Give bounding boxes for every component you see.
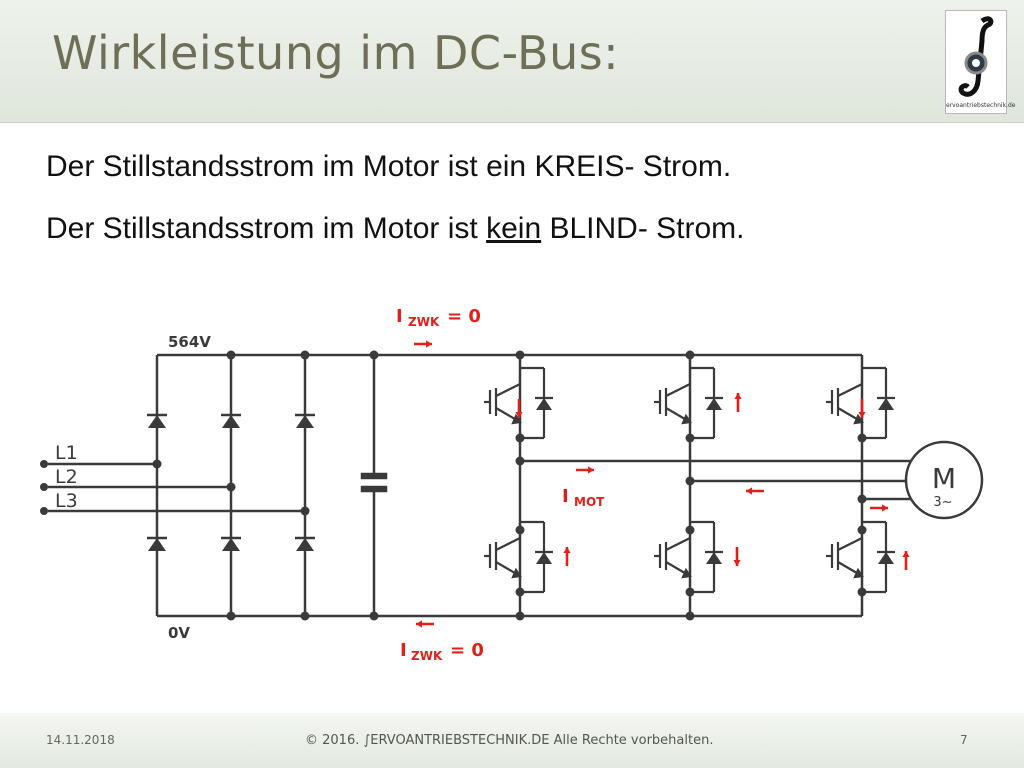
emitter-arrow — [853, 567, 864, 579]
footer-band — [0, 713, 1024, 768]
igbt-low-2 — [654, 520, 723, 594]
arrow-phase-3 — [870, 504, 888, 512]
freewheel-diode — [536, 398, 552, 410]
imot-i: I — [562, 486, 569, 507]
phase-l2-label: L2 — [55, 466, 78, 488]
collector-lead — [837, 383, 863, 397]
arrow-head — [882, 504, 888, 512]
izwk-bottom-sub: ZWK — [411, 649, 443, 663]
izwk-top-sub: ZWK — [408, 315, 440, 329]
motor-lines — [520, 459, 915, 501]
statement-line-2-end: BLIND- Strom. — [541, 212, 745, 245]
izwk-bottom-eq: = 0 — [450, 640, 484, 661]
igbt-high-3 — [826, 366, 895, 440]
arrow-head — [426, 340, 432, 348]
freewheel-diode — [706, 552, 722, 564]
phase-terminals — [40, 460, 48, 515]
company-logo: ervoantriebstechnik.de — [945, 10, 1016, 114]
igbt-high-2 — [654, 366, 723, 440]
footer-page-number: 7 — [960, 733, 968, 747]
arrow-head — [733, 560, 741, 566]
collector-lead — [495, 383, 521, 397]
izwk-top-i: I — [396, 306, 403, 327]
logo-text: ervoantriebstechnik.de — [946, 102, 1016, 109]
izwk-bottom-label: I ZWK = 0 — [400, 640, 484, 663]
arrow-izwk-top — [414, 340, 432, 348]
arrow-head — [588, 466, 594, 474]
footer-date: 14.11.2018 — [46, 733, 115, 747]
arrow-head — [902, 551, 910, 557]
arrow-head — [734, 393, 742, 399]
freewheel-diode — [878, 398, 894, 410]
imot-sub: MOT — [574, 495, 605, 509]
igbt-high-1 — [484, 366, 553, 440]
dc-rails — [157, 353, 862, 618]
slide-title: Wirkleistung im DC-Bus: — [52, 26, 620, 80]
imot-label: I MOT — [562, 486, 605, 509]
rectifier-bridge — [48, 355, 307, 616]
arrow-head — [515, 412, 523, 418]
arrow-head — [416, 620, 422, 628]
motor: M 3~ — [904, 440, 984, 520]
igbt-low-3 — [826, 520, 895, 594]
emitter-arrow — [681, 413, 692, 425]
voltage-top-label: 564V — [168, 333, 211, 351]
voltage-bottom-label: 0V — [168, 624, 190, 642]
arrow-high-2 — [734, 393, 742, 412]
freewheel-diode — [536, 552, 552, 564]
arrow-phase-2 — [746, 487, 764, 495]
arrow-head — [563, 547, 571, 553]
collector-lead — [495, 537, 521, 551]
motor-phase-label: 3~ — [933, 495, 952, 510]
statement-line-1: Der Stillstandsstrom im Motor ist ein KR… — [46, 150, 732, 183]
arrow-izwk-bottom — [416, 620, 434, 628]
arrow-head — [746, 487, 752, 495]
collector-lead — [665, 537, 691, 551]
igbt-low-1 — [484, 520, 553, 594]
phase-l3-label: L3 — [55, 490, 78, 512]
collector-lead — [665, 383, 691, 397]
arrow-high-1 — [515, 399, 523, 418]
title-band — [0, 0, 1024, 123]
phase-l1-label: L1 — [55, 442, 78, 464]
dc-link-capacitor — [360, 355, 388, 616]
izwk-top-eq: = 0 — [447, 306, 481, 327]
arrow-imot — [576, 466, 594, 474]
collector-lead — [837, 537, 863, 551]
statement-underlined-word: kein — [486, 212, 542, 245]
motor-symbol: M — [932, 462, 956, 495]
arrow-low-1 — [563, 547, 571, 566]
izwk-bottom-i: I — [400, 640, 407, 661]
statement-line-2-start: Der Stillstandsstrom im Motor ist — [46, 212, 487, 245]
emitter-arrow — [681, 567, 692, 579]
arrow-low-2 — [733, 547, 741, 566]
izwk-top-label: I ZWK = 0 — [396, 306, 481, 329]
emitter-arrow — [511, 413, 522, 425]
freewheel-diode — [706, 398, 722, 410]
arrow-high-3 — [858, 399, 866, 418]
footer-copyright: © 2016. ∫ERVOANTRIEBSTECHNIK.DE Alle Rec… — [305, 733, 714, 748]
emitter-arrow — [853, 413, 864, 425]
freewheel-diode — [878, 552, 894, 564]
gear-integral-icon — [958, 16, 994, 97]
inverter-legs — [484, 355, 895, 616]
arrow-head — [858, 412, 866, 418]
arrow-low-3 — [902, 551, 910, 570]
current-arrows — [414, 340, 910, 628]
junction-dots — [152, 350, 867, 621]
statement-line-2: Der Stillstandsstrom im Motor ist kein B… — [46, 212, 745, 246]
emitter-arrow — [511, 567, 522, 579]
